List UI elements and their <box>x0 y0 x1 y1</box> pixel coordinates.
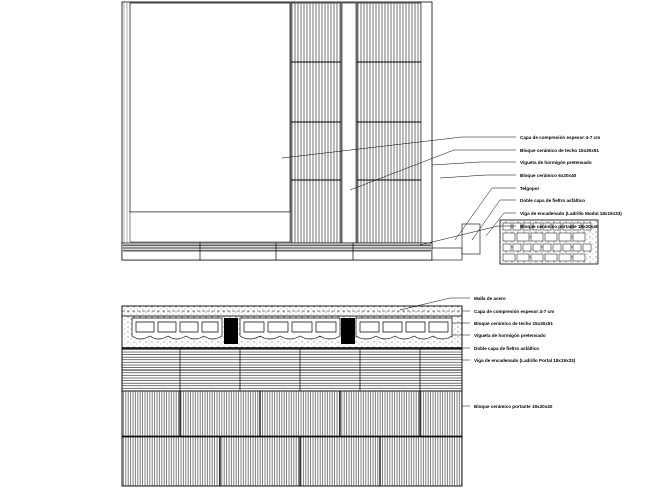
upper-label: Telgopor <box>520 186 540 191</box>
upper-leader-lines <box>281 136 516 246</box>
upper-left-hatch <box>123 3 129 243</box>
concrete-pillar <box>341 2 357 244</box>
lower-label: Vigueta de hormigón pretensado <box>474 333 546 338</box>
lower-section: Malla de acero Capa de compresión espeso… <box>121 296 576 487</box>
bearing-blocks-lower <box>121 436 463 487</box>
upper-label: Bloque cerámico de techo 15x30x51 <box>520 148 599 153</box>
brick-column-right <box>356 2 422 244</box>
lower-label: Malla de acero <box>474 296 506 301</box>
bond-beam-joints <box>122 349 462 391</box>
upper-label: Vigueta de hormigón pretensado <box>520 160 592 165</box>
upper-label: Bloque cerámico portante 19x20x40 <box>520 224 599 229</box>
hollow-block-detail <box>499 219 599 265</box>
upper-section: Capa de compresión espesor:4-7 cm Bloque… <box>121 1 622 265</box>
upper-label: Viga de encadenado (Ladrillo Modul 18x19… <box>520 211 622 216</box>
lower-leader-lines <box>399 297 470 407</box>
lower-label: Capa de compresión espesor:4-7 cm <box>474 309 554 314</box>
base-beam-joints <box>199 243 354 260</box>
base-beam-hatch <box>123 244 431 252</box>
upper-label: Capa de compresión espesor:4-7 cm <box>520 135 600 140</box>
upper-label: Doble capa de fieltro asfáltico <box>520 198 585 203</box>
ceiling-blocks <box>131 317 453 340</box>
telgopor-piece <box>431 247 463 261</box>
bearing-blocks-upper <box>121 390 463 437</box>
wall-panel <box>129 2 291 213</box>
joists <box>224 318 355 344</box>
bearing-block-joints <box>122 391 462 486</box>
lower-label: Bloque cerámico de techo 15x30x51 <box>474 321 553 326</box>
lower-label: Viga de encadenado (Ladrillo Portal 18x1… <box>474 358 576 363</box>
column-bands <box>291 61 421 181</box>
felt-piece <box>461 223 481 255</box>
upper-label: Bloque cerámico 6x20x40 <box>520 173 577 178</box>
wall-panel-lower <box>129 211 291 243</box>
brick-column-left <box>290 2 342 244</box>
lower-label: Bloque cerámico portante 19x20x40 <box>474 404 553 409</box>
lower-label: Doble capa de fieltro asfáltico <box>474 346 539 351</box>
